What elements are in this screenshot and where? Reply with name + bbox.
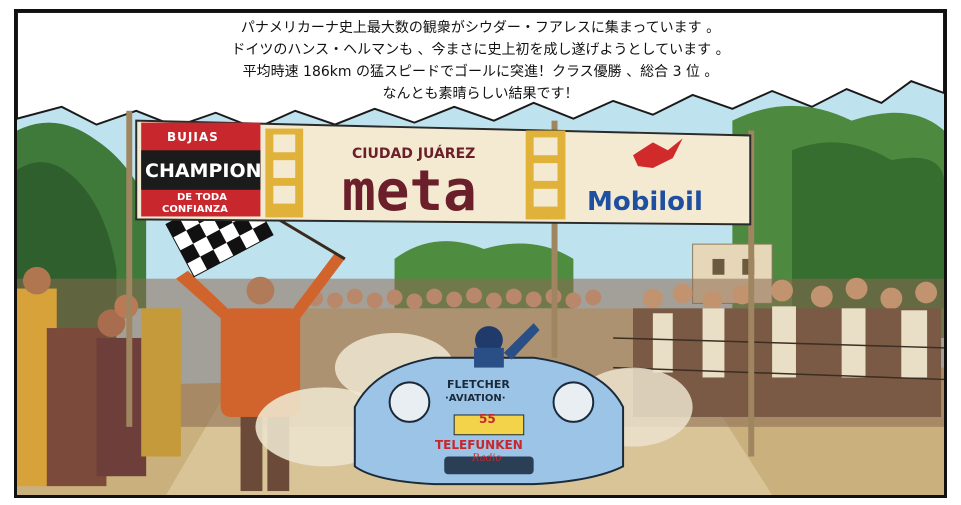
caption-line-2: ドイツのハンス・ヘルマンも 、今まさに史上初を成し遂げようとしています 。 — [231, 42, 730, 58]
caption-text: パナメリカーナ史上最大数の観衆がシウダー・フアレスに集まっています 。 ドイツの… — [17, 12, 944, 132]
mobiloil-text: Mobiloil — [587, 187, 703, 217]
champion-logo-text: CHAMPION — [145, 160, 262, 182]
champion-top-text: BUJIAS — [167, 130, 219, 144]
car-sponsor-text: TELEFUNKEN — [435, 438, 523, 452]
car-sponsor-sub-text: Radio — [472, 453, 502, 464]
car-fletcher-text: FLETCHER — [447, 378, 510, 391]
race-car — [353, 323, 625, 486]
pegasus-icon — [633, 138, 683, 169]
finish-banner — [135, 119, 752, 226]
champion-bottom-text-1: DE TODA — [177, 192, 227, 203]
car-aviation-text: ·AVIATION· — [445, 393, 506, 404]
city-text: CIUDAD JUÁREZ — [352, 146, 476, 162]
caption-line-3: 平均時速 186km の猛スピードでゴールに突進！クラス優勝 、総合 3 位 。 — [242, 64, 719, 80]
caption-line-1: パナメリカーナ史上最大数の観衆がシウダー・フアレスに集まっています 。 — [240, 20, 721, 36]
champion-bottom-text-2: CONFIANZA — [162, 204, 228, 215]
flag-man — [175, 253, 345, 492]
caption-line-4: なんとも素晴らしい結果です！ — [382, 86, 579, 102]
car-number-plate: 55 — [479, 412, 496, 426]
race-finish-illustration — [17, 12, 944, 495]
meta-text: meta — [342, 159, 477, 224]
comic-panel: パナメリカーナ史上最大数の観衆がシウダー・フアレスに集まっています 。 ドイツの… — [14, 9, 947, 498]
caption-balloon — [17, 12, 944, 130]
